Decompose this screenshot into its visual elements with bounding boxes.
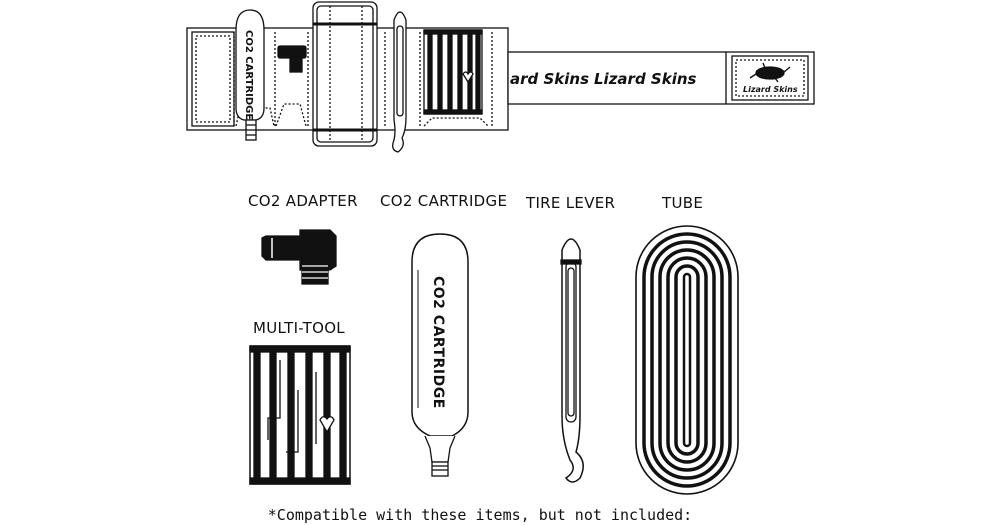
label-multi-tool: MULTI-TOOL <box>253 319 345 337</box>
roll-multi-tool <box>423 29 483 115</box>
co2-adapter-icon <box>261 229 337 285</box>
roll-adapter <box>277 45 307 73</box>
roll-badge <box>731 55 809 101</box>
roll-cartridge <box>235 9 265 141</box>
label-tube: TUBE <box>662 194 704 212</box>
co2-cartridge-icon <box>411 233 469 477</box>
tire-lever-icon <box>560 238 584 483</box>
label-co2-adapter: CO2 ADAPTER <box>248 192 358 210</box>
cartridge-print: CO2 CARTRIDGE <box>430 276 446 409</box>
tool-roll <box>186 1 815 153</box>
roll-end-pocket <box>191 31 235 127</box>
roll-cartridge-text: CO2 CARTRIDGE <box>243 30 254 120</box>
roll-end-pocket-inner <box>195 35 231 123</box>
lizard-logo-icon <box>749 62 791 83</box>
badge-wordmark: Lizard Skins <box>743 85 798 94</box>
label-co2-cartridge: CO2 CARTRIDGE <box>380 192 508 210</box>
compatibility-footnote: *Compatible with these items, but not in… <box>267 506 693 524</box>
multi-tool-icon <box>249 345 351 485</box>
roll-tire-lever <box>392 11 407 153</box>
roll-center-band <box>312 1 378 147</box>
tube-icon <box>635 225 739 495</box>
label-tire-lever: TIRE LEVER <box>526 194 616 212</box>
strap-wordmark-center: Lizard Skins <box>594 70 697 88</box>
strap-wordmark-left: ard Skins <box>510 70 589 88</box>
